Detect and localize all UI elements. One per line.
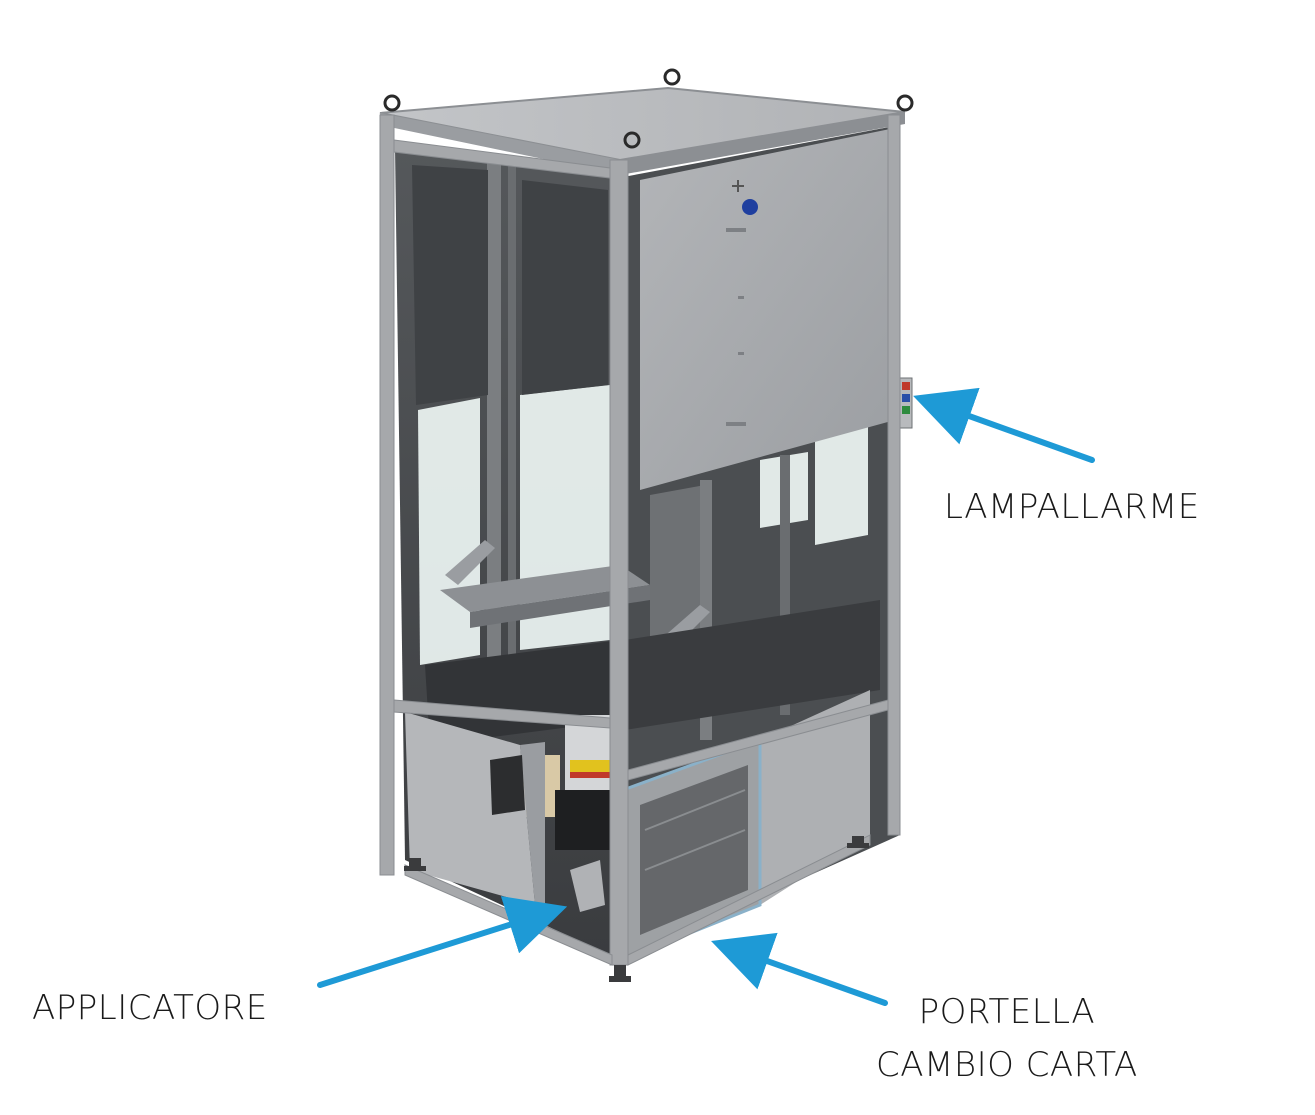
- arrow-portella: [711, 932, 888, 1006]
- knob-icon: [742, 199, 758, 215]
- callout-portella-line1: PORTELLA: [918, 992, 1096, 1032]
- machine-roof: [379, 68, 914, 175]
- arrow-lampallarme: [913, 387, 1095, 463]
- arrow-applicatore: [317, 896, 568, 988]
- machine-feet: [404, 836, 869, 982]
- callout-lampallarme: LAMPALLARME: [944, 487, 1200, 527]
- callout-portella: PORTELLA CAMBIO CARTA: [876, 986, 1138, 1091]
- alarm-lamp: [899, 377, 913, 429]
- callout-applicatore: APPLICATORE: [32, 988, 268, 1028]
- callout-arrows: [317, 387, 1095, 1006]
- callout-portella-line2: CAMBIO CARTA: [876, 1044, 1138, 1085]
- right-upper-panel: [640, 128, 895, 490]
